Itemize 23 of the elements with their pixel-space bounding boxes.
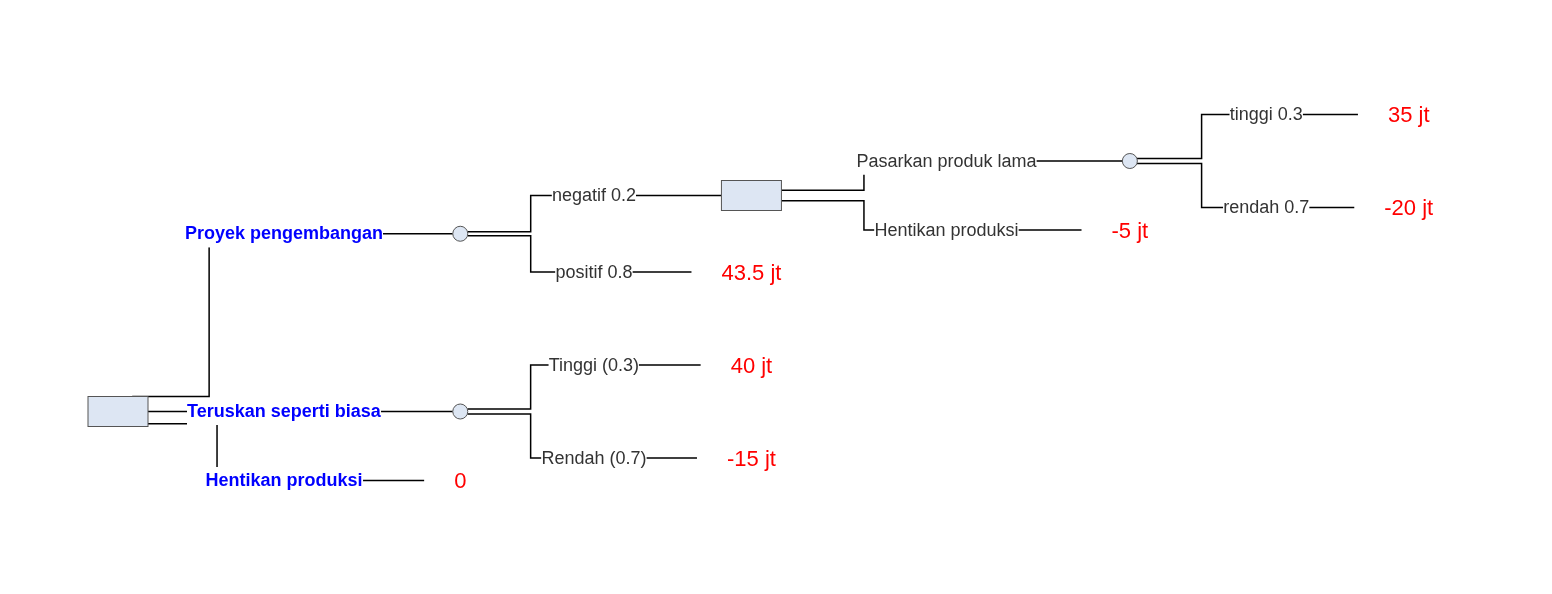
node-text: 40 jt	[731, 352, 773, 377]
node-text: -15 jt	[727, 445, 777, 470]
edge-label: Pasarkan produk lama	[856, 150, 1037, 170]
node-box	[721, 179, 783, 211]
node-circle	[452, 403, 469, 419]
node-box	[87, 395, 149, 427]
edge-label: positif 0.8	[555, 261, 633, 281]
edge-label: Proyek pengembangan	[185, 222, 384, 243]
edge-label: Teruskan seperti biasa	[187, 400, 382, 421]
node-text: 0	[454, 467, 467, 493]
node-circle	[452, 225, 469, 242]
edge-label: rendah 0.7	[1223, 196, 1310, 217]
node-text: 35 jt	[1388, 101, 1430, 127]
node-circle	[1122, 152, 1139, 169]
edge-label: Hentikan produksi	[205, 469, 363, 490]
edge-label: tinggi 0.3	[1230, 103, 1304, 124]
node-text: 43.5 jt	[721, 259, 782, 284]
edge-label: Tinggi (0.3)	[549, 354, 640, 374]
node-text: -5 jt	[1111, 217, 1149, 242]
edge-label: Rendah (0.7)	[541, 447, 647, 467]
node-text: -20 jt	[1384, 194, 1434, 220]
edge-label: Hentikan produksi	[874, 219, 1019, 239]
edge-label: negatif 0.2	[552, 184, 637, 205]
